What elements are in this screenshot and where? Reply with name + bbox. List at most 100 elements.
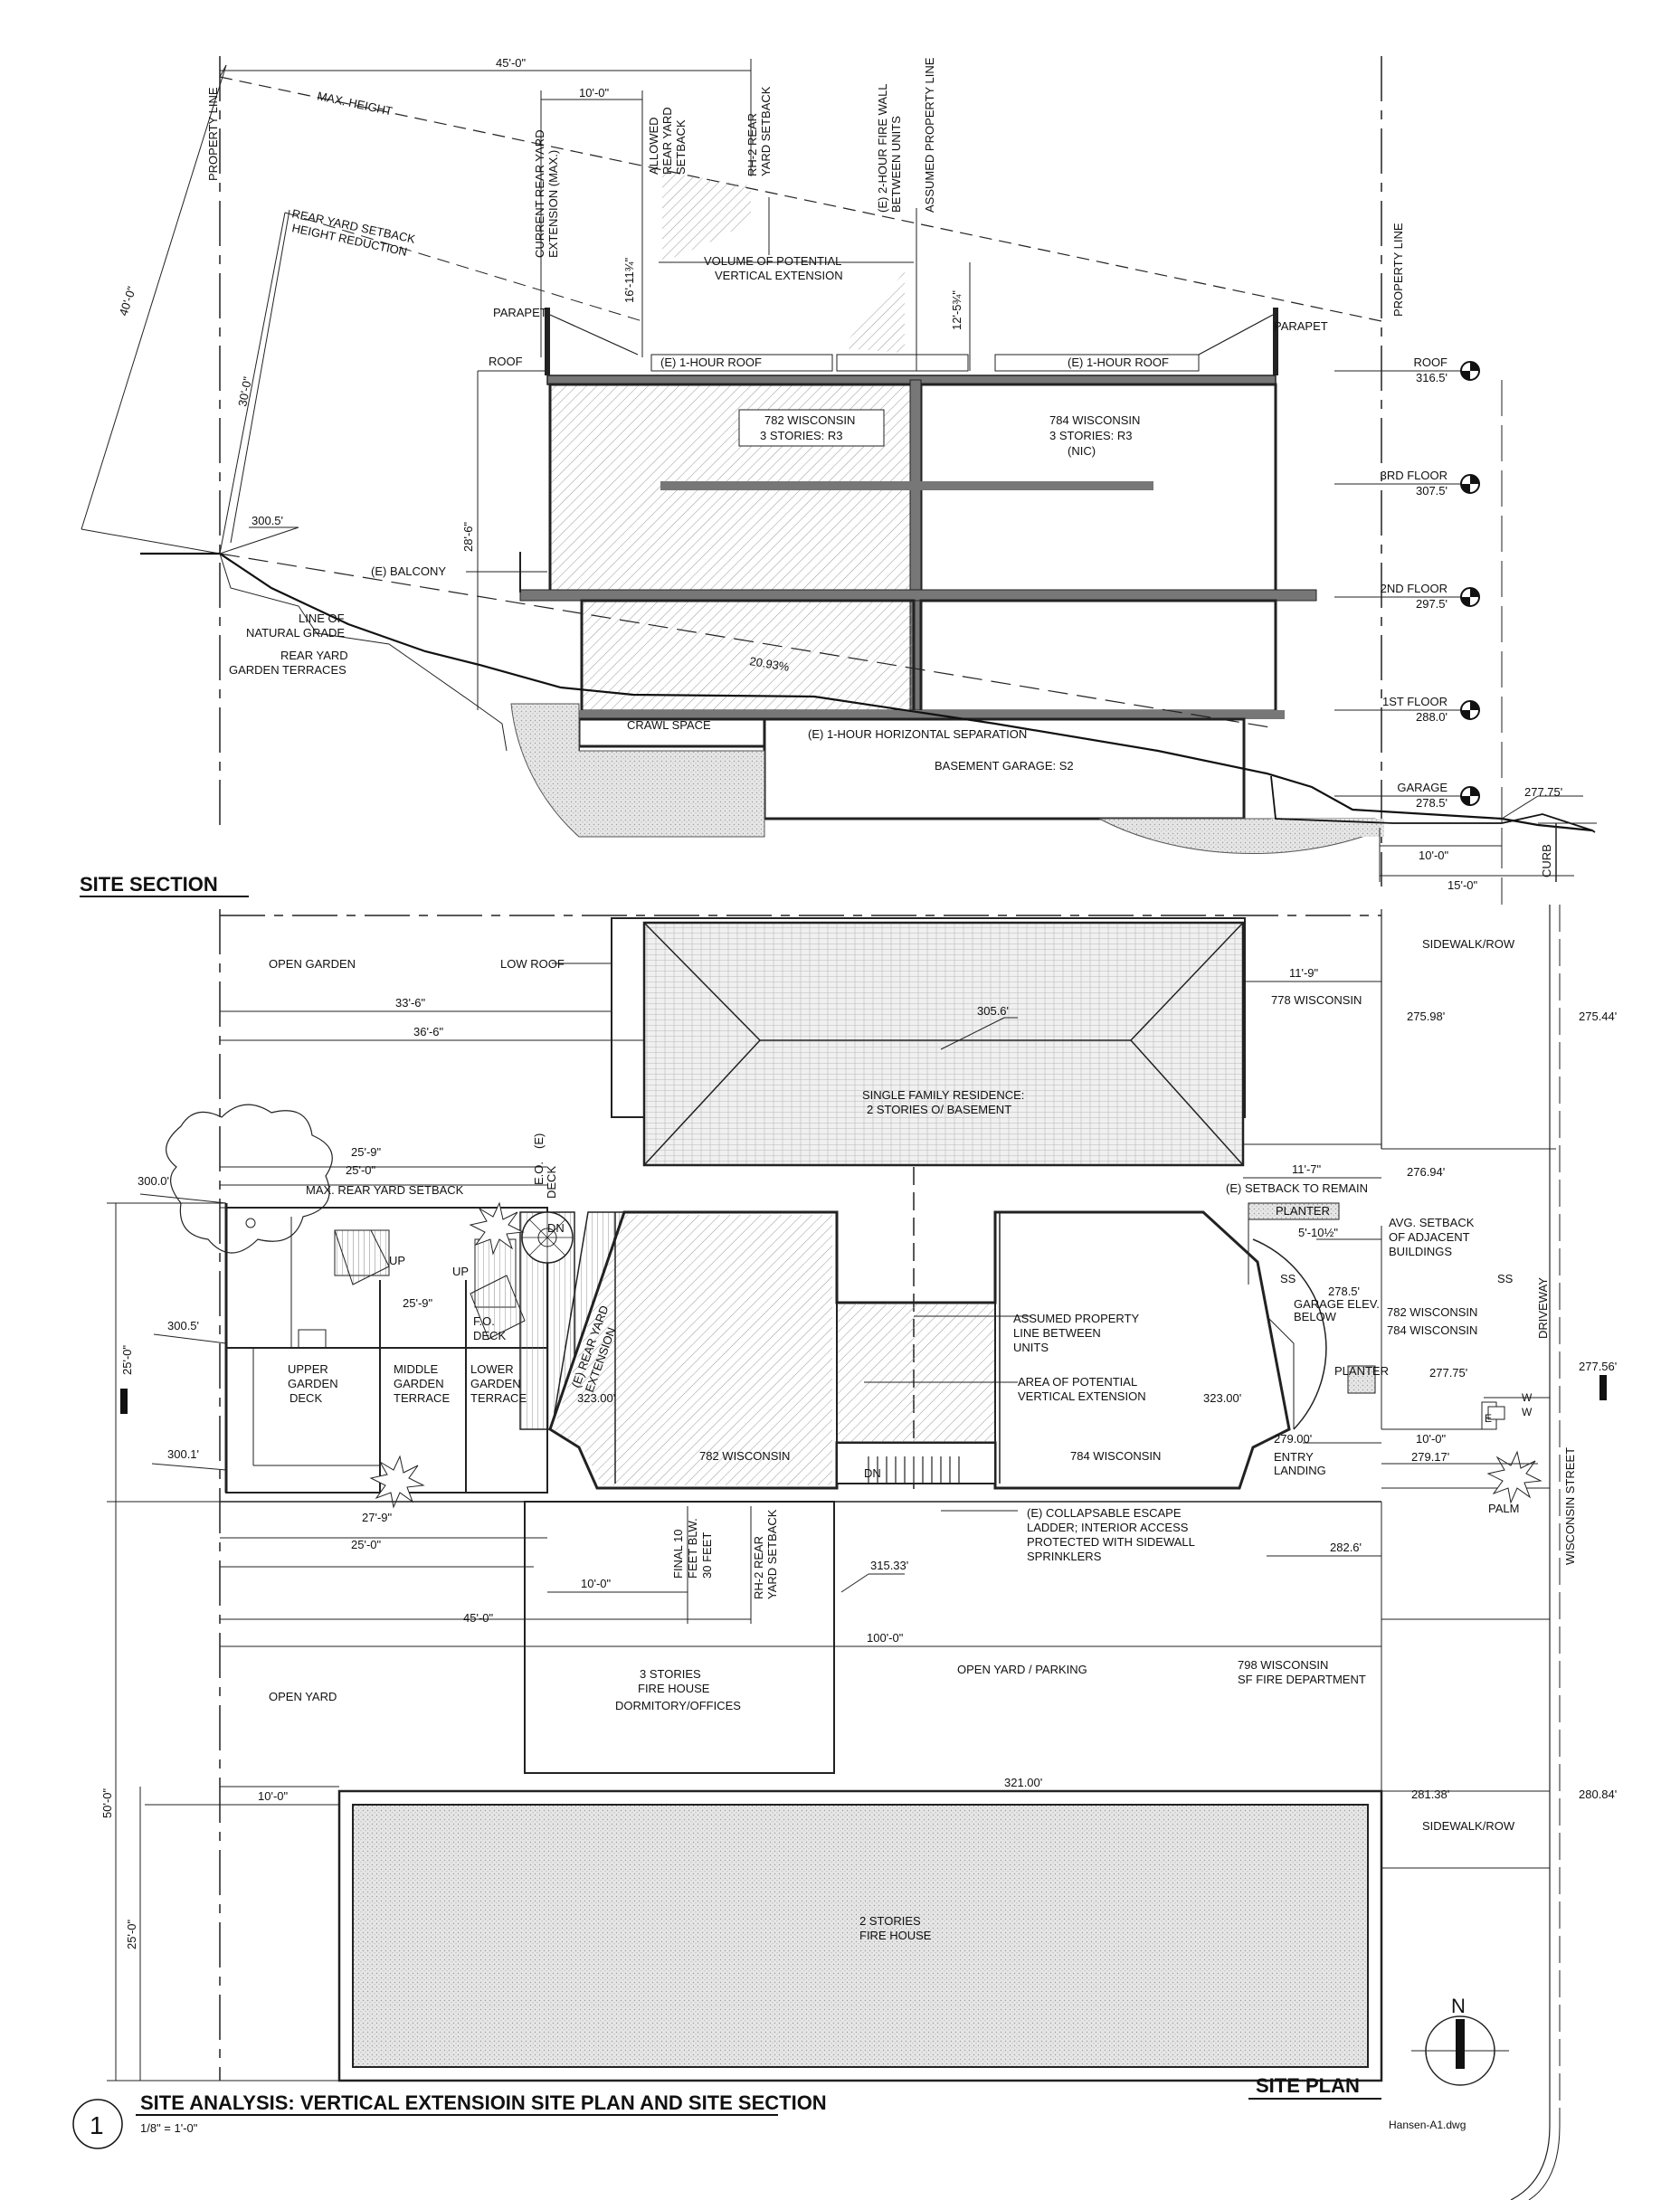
section-levels: [1334, 361, 1503, 905]
sfr-label-1: SINGLE FAMILY RESIDENCE:: [862, 1088, 1024, 1102]
palm-label: PALM: [1488, 1502, 1519, 1515]
final-label-2: FEET BLW.: [686, 1518, 699, 1579]
current-rear-label-1: CURRENT REAR YARD: [533, 129, 546, 258]
elev-300-1: 300.1': [167, 1447, 199, 1461]
balcony-label: (E) BALCONY: [371, 564, 446, 578]
dwg-filename: Hansen-A1.dwg: [1389, 2119, 1466, 2131]
drawing-scale: 1/8" = 1'-0": [140, 2121, 198, 2135]
up-label-2: UP: [452, 1265, 469, 1278]
elev-281-38: 281.38': [1411, 1788, 1449, 1801]
sidewalk-top-label: SIDEWALK/ROW: [1422, 937, 1515, 951]
dim-11-7: 11'-7": [1292, 1162, 1322, 1176]
dim-11-9: 11'-9": [1289, 966, 1319, 980]
dim-25-9a: 25'-9": [351, 1145, 382, 1159]
elev-300-5: 300.5': [167, 1319, 199, 1332]
level-name: 3RD FLOOR: [1381, 469, 1447, 482]
avg-setback-label-3: BUILDINGS: [1389, 1245, 1452, 1258]
assumed-pl-label-1: ASSUMED PROPERTY: [1013, 1312, 1140, 1325]
dim-40ft: 40'-0": [117, 284, 139, 317]
elev-275-98: 275.98': [1407, 1010, 1445, 1023]
escape-label-2: LADDER; INTERIOR ACCESS: [1027, 1521, 1189, 1534]
elev-300-5: 300.5': [252, 514, 283, 527]
elev-321-00: 321.00': [1004, 1776, 1042, 1789]
ss-label-2: SS: [1497, 1272, 1514, 1285]
elev-278-5: 278.5': [1328, 1285, 1360, 1298]
setback-remain-label: (E) SETBACK TO REMAIN: [1226, 1181, 1368, 1195]
lower-terrace-label-1: LOWER: [470, 1362, 514, 1376]
wisconsin-street-label: WISCONSIN STREET: [1563, 1447, 1577, 1565]
final-label-1: FINAL 10: [671, 1530, 685, 1579]
title-block: 1 SITE ANALYSIS: VERTICAL EXTENSIOIN SIT…: [72, 2091, 1466, 2149]
crawl-space-label: CRAWL SPACE: [627, 718, 711, 732]
parapet-left-label: PARAPET: [493, 306, 547, 319]
dn-label-2: DN: [864, 1466, 881, 1480]
escape-label-4: SPRINKLERS: [1027, 1550, 1102, 1563]
w782-a-label: 782 WISCONSIN: [1387, 1305, 1477, 1319]
elev-305-6: 305.6': [977, 1004, 1009, 1018]
fire-house-label-1: 2 STORIES: [859, 1914, 921, 1928]
dim-36-6: 36'-6": [413, 1025, 444, 1038]
assumed-pl-label: ASSUMED PROPERTY LINE: [923, 57, 936, 213]
electric-box-label: E: [1485, 1412, 1492, 1425]
eo-deck-label-2: DECK: [545, 1166, 558, 1199]
north-arrow-icon: [1411, 2015, 1509, 2086]
dorm-label-3: DORMITORY/OFFICES: [615, 1699, 741, 1712]
site-plan-title: SITE PLAN: [1256, 2074, 1360, 2097]
w784-a-label: 784 WISCONSIN: [1387, 1323, 1477, 1337]
w778-label: 778 WISCONSIN: [1271, 993, 1362, 1007]
allowed-label-1: ALLOWED: [647, 117, 660, 175]
dim-50-left: 50'-0": [100, 1788, 114, 1818]
level-name: 2ND FLOOR: [1381, 582, 1447, 595]
garage-elev-label-1: GARAGE ELEV.: [1294, 1297, 1380, 1311]
assumed-pl-label-3: UNITS: [1013, 1341, 1049, 1354]
upper-deck-label-2: GARDEN: [288, 1377, 338, 1390]
unit-784-label-1: 784 WISCONSIN: [1049, 413, 1140, 427]
elev-277-56: 277.56': [1579, 1360, 1617, 1373]
dim-45ft: 45'-0": [496, 56, 527, 70]
sfr-label-2: 2 STORIES O/ BASEMENT: [867, 1103, 1011, 1116]
dim-28-6: 28'-6": [461, 521, 475, 552]
allowed-label-3: SETBACK: [674, 119, 688, 175]
elev-323-b: 323.00': [1203, 1391, 1241, 1405]
curb-label: CURB: [1540, 844, 1553, 877]
dim-16-11: 16'-11¾": [622, 257, 636, 303]
level-name: GARAGE: [1397, 781, 1447, 794]
firewall-label-2: BETWEEN UNITS: [889, 116, 903, 213]
elev-323-a: 323.00': [577, 1391, 615, 1405]
sidewalk-bottom-label: SIDEWALK/ROW: [1422, 1819, 1515, 1833]
site-plan: OPEN GARDEN LOW ROOF 33'-6" 36'-6" 11'-9…: [100, 905, 1617, 2200]
volume-label-2: VERTICAL EXTENSION: [715, 269, 843, 282]
site-section-title: SITE SECTION: [80, 873, 218, 896]
parapet-right-label: PARAPET: [1274, 319, 1328, 333]
fire-house-label-2: FIRE HOUSE: [859, 1929, 932, 1942]
fo-deck-label-2: DECK: [473, 1329, 506, 1342]
natural-grade-label-2: NATURAL GRADE: [246, 626, 345, 640]
w784-b-label: 784 WISCONSIN: [1070, 1449, 1161, 1463]
upper-deck-label-3: DECK: [289, 1391, 322, 1405]
level-name: ROOF: [1413, 356, 1447, 369]
level-elevation: 307.5': [1416, 484, 1447, 498]
dim-100-0: 100'-0": [867, 1631, 904, 1645]
unit-782-label-2: 3 STORIES: R3: [760, 429, 843, 442]
property-line-right-label: PROPERTY LINE: [1391, 223, 1405, 317]
dim-10-0c: 10'-0": [1416, 1432, 1447, 1446]
escape-label-1: (E) COLLAPSABLE ESCAPE: [1027, 1506, 1182, 1520]
lower-terrace-label-2: GARDEN: [470, 1377, 521, 1390]
dim-33-6: 33'-6": [395, 996, 426, 1010]
elev-277-75: 277.75': [1524, 785, 1562, 799]
elev-315-33: 315.33': [870, 1559, 908, 1572]
middle-terrace-label-1: MIDDLE: [394, 1362, 438, 1376]
dim-45-0: 45'-0": [463, 1611, 494, 1625]
driveway-label: DRIVEWAY: [1536, 1277, 1550, 1339]
dorm-label-1: 3 STORIES: [640, 1667, 701, 1681]
max-rear-setback-label: MAX. REAR YARD SETBACK: [306, 1183, 464, 1197]
garage-elev-label-2: BELOW: [1294, 1310, 1337, 1323]
dim-25-left: 25'-0": [120, 1344, 134, 1375]
one-hour-roof-a: (E) 1-HOUR ROOF: [660, 356, 762, 369]
area-label-1: AREA OF POTENTIAL: [1018, 1375, 1137, 1389]
dim-12-5: 12'-5¾": [950, 290, 963, 330]
garden-terraces-label-1: REAR YARD: [280, 649, 348, 662]
eo-deck-label-1: E.O.: [532, 1162, 546, 1185]
level-elevation: 297.5': [1416, 597, 1447, 611]
